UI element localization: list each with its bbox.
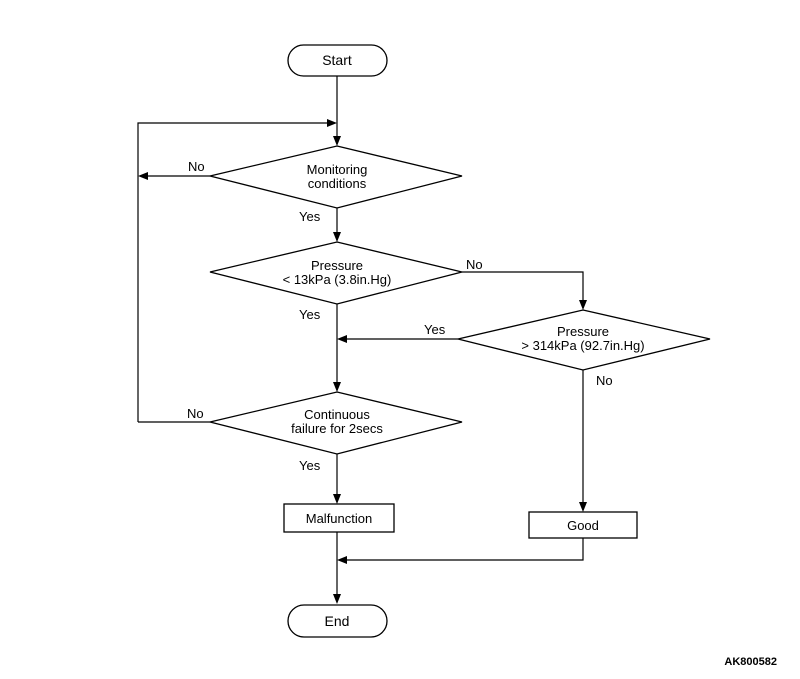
start-label: Start [322,52,352,68]
continuous-no-label: No [187,406,204,421]
monitoring-no-label: No [188,159,205,174]
arrowhead-continuous [333,382,341,392]
monitoring-line2: conditions [308,176,367,191]
arrowhead-malfunction [333,494,341,504]
continuous-line1: Continuous [304,407,370,422]
continuous-diamond [209,391,463,455]
reference-code: AK800582 [724,656,777,668]
connector-loop-back [137,122,328,422]
end-terminal: End [287,604,388,638]
end-shape [287,604,388,638]
end-label: End [325,613,350,629]
decision-continuous: Continuous failure for 2secs [209,391,463,455]
monitoring-diamond [209,145,463,209]
arrowhead-monitoring [333,136,341,146]
branch-labels: No Yes No Yes Yes No No Yes [187,159,613,473]
decision-monitoring: Monitoring conditions [209,145,463,209]
connector-pressure-low-no [462,271,584,300]
continuous-line2: failure for 2secs [291,421,383,436]
good-label: Good [567,518,599,533]
connector-good-to-end [347,538,584,561]
pressure-low-line2: < 13kPa (3.8in.Hg) [283,272,392,287]
pressure-high-no-label: No [596,373,613,388]
continuous-yes-label: Yes [299,458,321,473]
start-shape [287,44,388,77]
pressure-high-diamond [457,309,711,371]
pressure-high-yes-label: Yes [424,322,446,337]
decision-pressure-low: Pressure < 13kPa (3.8in.Hg) [209,241,463,305]
good-box [528,511,638,539]
arrowhead-good-join [337,556,347,564]
process-good: Good [528,511,638,539]
arrowhead-pressure-high [579,300,587,310]
arrowhead-monitoring-no [138,172,148,180]
pressure-low-yes-label: Yes [299,307,321,322]
malfunction-box [283,503,395,533]
start-terminal: Start [287,44,388,77]
decision-pressure-high: Pressure > 314kPa (92.7in.Hg) [457,309,711,371]
pressure-low-line1: Pressure [311,258,363,273]
monitoring-yes-label: Yes [299,209,321,224]
pressure-low-no-label: No [466,257,483,272]
arrowhead-pressure-high-yes [337,335,347,343]
arrowhead-good [579,502,587,512]
connectors [137,76,587,604]
pressure-high-line1: Pressure [557,324,609,339]
arrowhead-pressure-low [333,232,341,242]
process-malfunction: Malfunction [283,503,395,533]
arrowhead-loop-back [327,119,337,127]
arrowhead-end [333,594,341,604]
monitoring-line1: Monitoring [307,162,368,177]
malfunction-label: Malfunction [306,511,372,526]
pressure-high-line2: > 314kPa (92.7in.Hg) [521,338,644,353]
pressure-low-diamond [209,241,463,305]
